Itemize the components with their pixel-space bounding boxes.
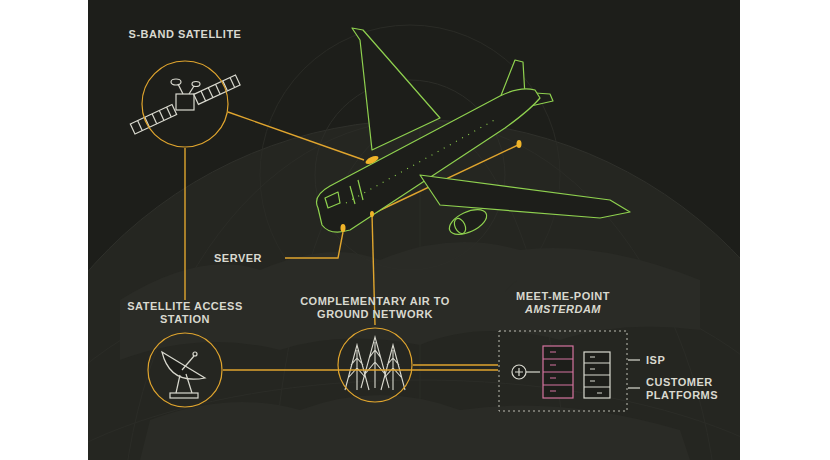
airplane (317, 28, 631, 240)
circle-outline (337, 327, 413, 403)
node-heading: AMSTERDAM (498, 303, 628, 316)
site-box: MEET-ME-POINTAMSTERDAM (498, 290, 628, 412)
callout-label: SERVER (214, 252, 262, 265)
circle-node: S-BAND SATELLITE (115, 28, 255, 148)
globe (88, 25, 740, 460)
connector-line (185, 148, 186, 300)
dish-icon (162, 352, 205, 398)
circle-node: COMPLEMENTARY AIR TO GROUND NETWORK (290, 295, 460, 405)
node-heading: MEET-ME-POINT (498, 290, 628, 303)
plane-dots (341, 140, 522, 232)
connector-line (413, 365, 498, 366)
callout-label: CUSTOMER PLATFORMS (646, 376, 736, 402)
circle-node: SATELLITE ACCESS STATION (125, 300, 245, 410)
towers-icon (345, 337, 405, 390)
node-heading: SATELLITE ACCESS STATION (125, 300, 245, 326)
circle-outline (147, 332, 223, 408)
connector-line (223, 370, 498, 371)
dashed-outline (498, 330, 628, 412)
circle-outline (141, 60, 229, 148)
network-equipment (512, 346, 640, 398)
callout-label: ISP (646, 354, 665, 367)
node-heading: S-BAND SATELLITE (115, 28, 255, 41)
node-heading: COMPLEMENTARY AIR TO GROUND NETWORK (290, 295, 460, 321)
